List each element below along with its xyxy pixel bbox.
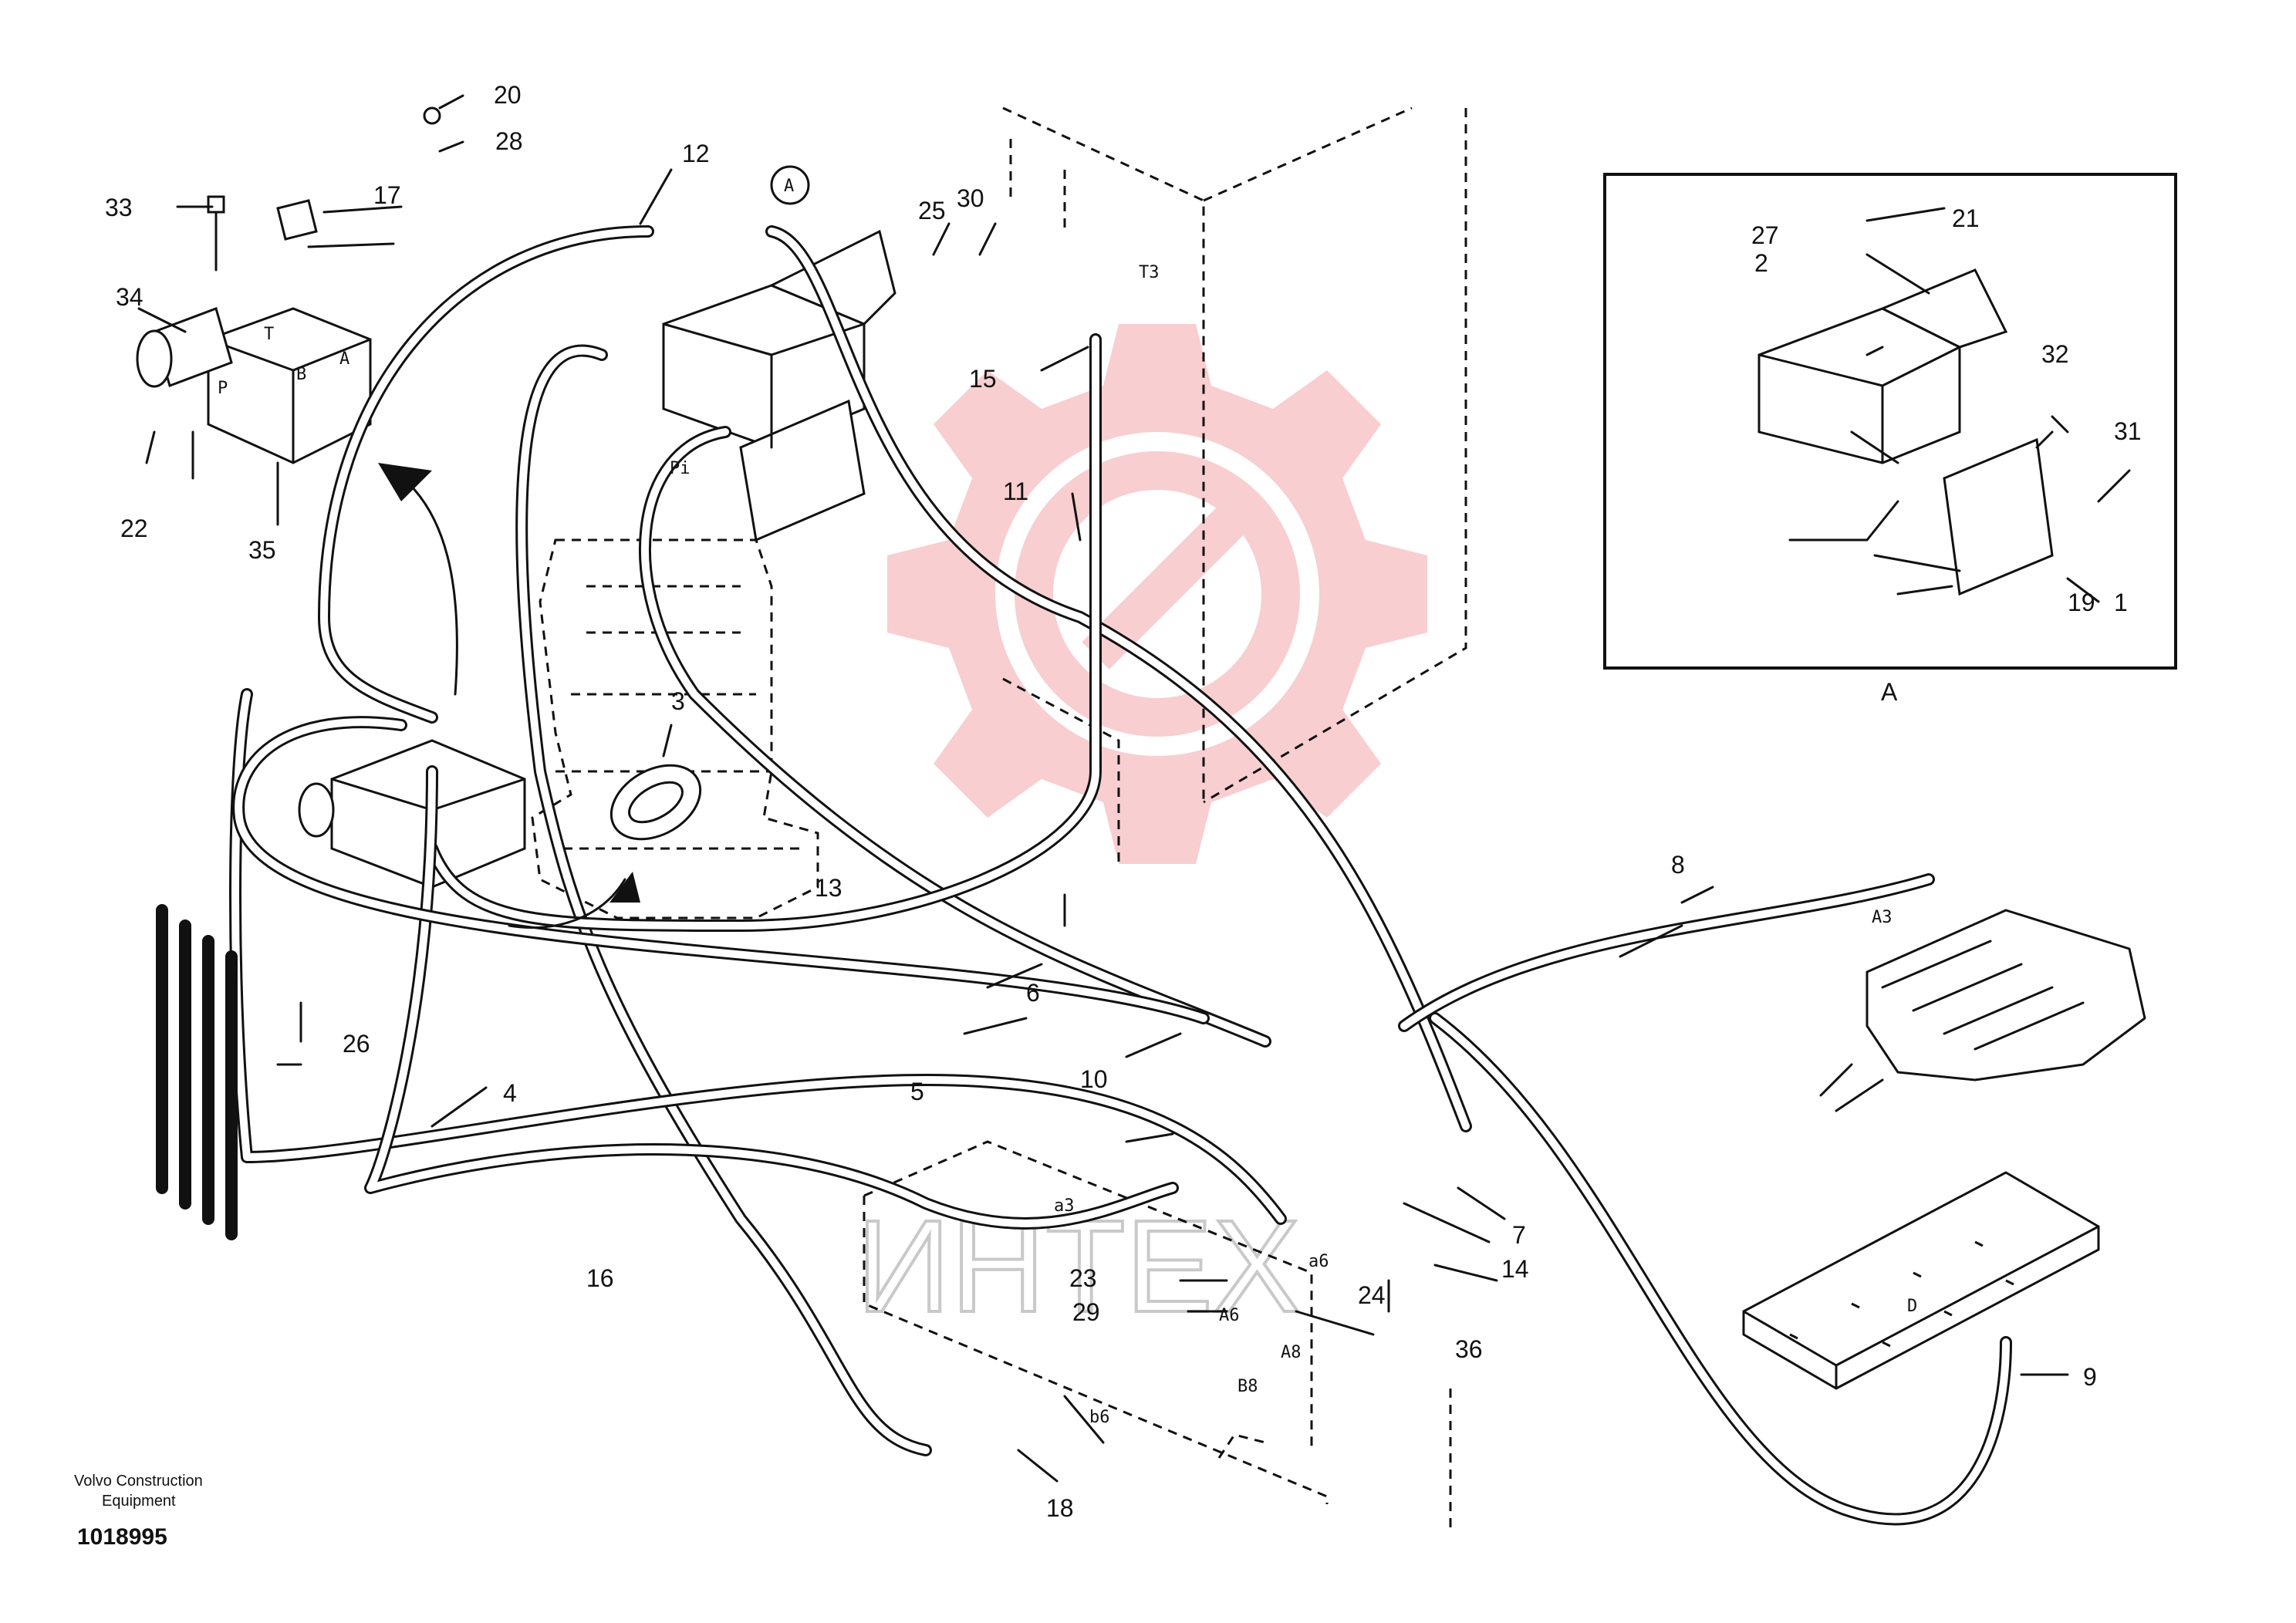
part-label-23: 23 [1069, 1264, 1097, 1292]
port-label-p: P [218, 379, 228, 398]
detail-a-callout-circle [770, 165, 810, 205]
part-label-5: 5 [910, 1078, 924, 1105]
part-label-9: 9 [2083, 1363, 2097, 1391]
port-label-t3: T3 [1139, 263, 1160, 282]
pilot-valve-34-35 [136, 106, 441, 464]
port-label-b6: b6 [1089, 1408, 1110, 1427]
part-label-20: 20 [494, 81, 522, 109]
port-label-a8: A8 [1281, 1343, 1302, 1362]
detail-a-box [1603, 173, 2177, 670]
part-label-15: 15 [969, 365, 997, 393]
part-label-22: 22 [120, 515, 148, 542]
valve-block-4 [298, 739, 526, 889]
part-label-21: 21 [1952, 204, 1980, 232]
manifold-block-d [1742, 1171, 2100, 1390]
port-label-pi: Pi [670, 459, 690, 478]
lower-frame-dashed [863, 1140, 1452, 1527]
port-label-a3-lower: a3 [1054, 1196, 1075, 1216]
port-label-b: B [296, 365, 306, 384]
part-label-19: 19 [2068, 589, 2095, 616]
part-label-6: 6 [1026, 979, 1040, 1007]
part-label-10: 10 [1080, 1065, 1108, 1093]
part-label-2: 2 [1754, 249, 1768, 277]
part-label-7: 7 [1512, 1221, 1526, 1249]
part-label-29: 29 [1072, 1298, 1100, 1326]
maker-name: Volvo Construction [74, 1473, 203, 1490]
grommet-part-3 [609, 764, 702, 841]
detail-a-marker: A [784, 177, 794, 196]
part-label-25: 25 [918, 197, 946, 224]
part-label-1: 1 [2114, 589, 2128, 616]
port-label-a6: a6 [1308, 1252, 1329, 1271]
part-label-18: 18 [1046, 1494, 1074, 1522]
part-label-26: 26 [343, 1030, 370, 1058]
part-label-36: 36 [1455, 1335, 1483, 1363]
part-label-17: 17 [373, 181, 401, 209]
maker-name-line2: Equipment [102, 1493, 176, 1510]
cab-frame-dashed [1002, 106, 1467, 864]
part-label-12: 12 [682, 140, 710, 167]
part-label-32: 32 [2041, 340, 2069, 368]
volvo-gear-watermark [887, 324, 1427, 864]
solenoid-valve-a [662, 229, 896, 542]
port-label-d: D [1907, 1297, 1917, 1316]
part-label-3: 3 [671, 687, 685, 715]
detail-a-caption: A [1881, 678, 1898, 706]
part-label-4: 4 [503, 1079, 517, 1107]
port-label-b8: B8 [1237, 1377, 1258, 1396]
direction-arrows [378, 463, 640, 929]
port-label-a3: A3 [1872, 908, 1893, 927]
port-label-a6-upper: A6 [1219, 1306, 1240, 1325]
port-labels: A T B P Pi T3 A3 a3 a6 A6 A8 B8 b6 D [218, 263, 1917, 1427]
part-label-16: 16 [586, 1264, 614, 1292]
port-label-a: A [339, 349, 349, 369]
swivel-joint-dashed [531, 538, 819, 919]
part-label-13: 13 [815, 874, 842, 902]
hose-group [156, 225, 2012, 1526]
part-label-27: 27 [1751, 221, 1779, 249]
leader-lines [137, 94, 2131, 1483]
part-label-34: 34 [116, 283, 144, 311]
part-label-30: 30 [957, 184, 984, 212]
part-label-14: 14 [1501, 1255, 1529, 1283]
part-labels: 1 2 3 4 5 6 7 8 9 10 11 12 13 14 15 16 1… [105, 81, 2142, 1522]
part-label-24: 24 [1358, 1281, 1386, 1309]
document-number: 1018995 [77, 1524, 167, 1550]
part-label-31: 31 [2114, 417, 2142, 445]
control-valve-bank [1819, 909, 2146, 1112]
part-label-28: 28 [495, 127, 523, 155]
part-label-35: 35 [248, 536, 276, 564]
part-label-33: 33 [105, 194, 133, 221]
part-label-8: 8 [1671, 851, 1685, 879]
port-label-t: T [264, 325, 274, 344]
part-label-11: 11 [1003, 477, 1028, 505]
